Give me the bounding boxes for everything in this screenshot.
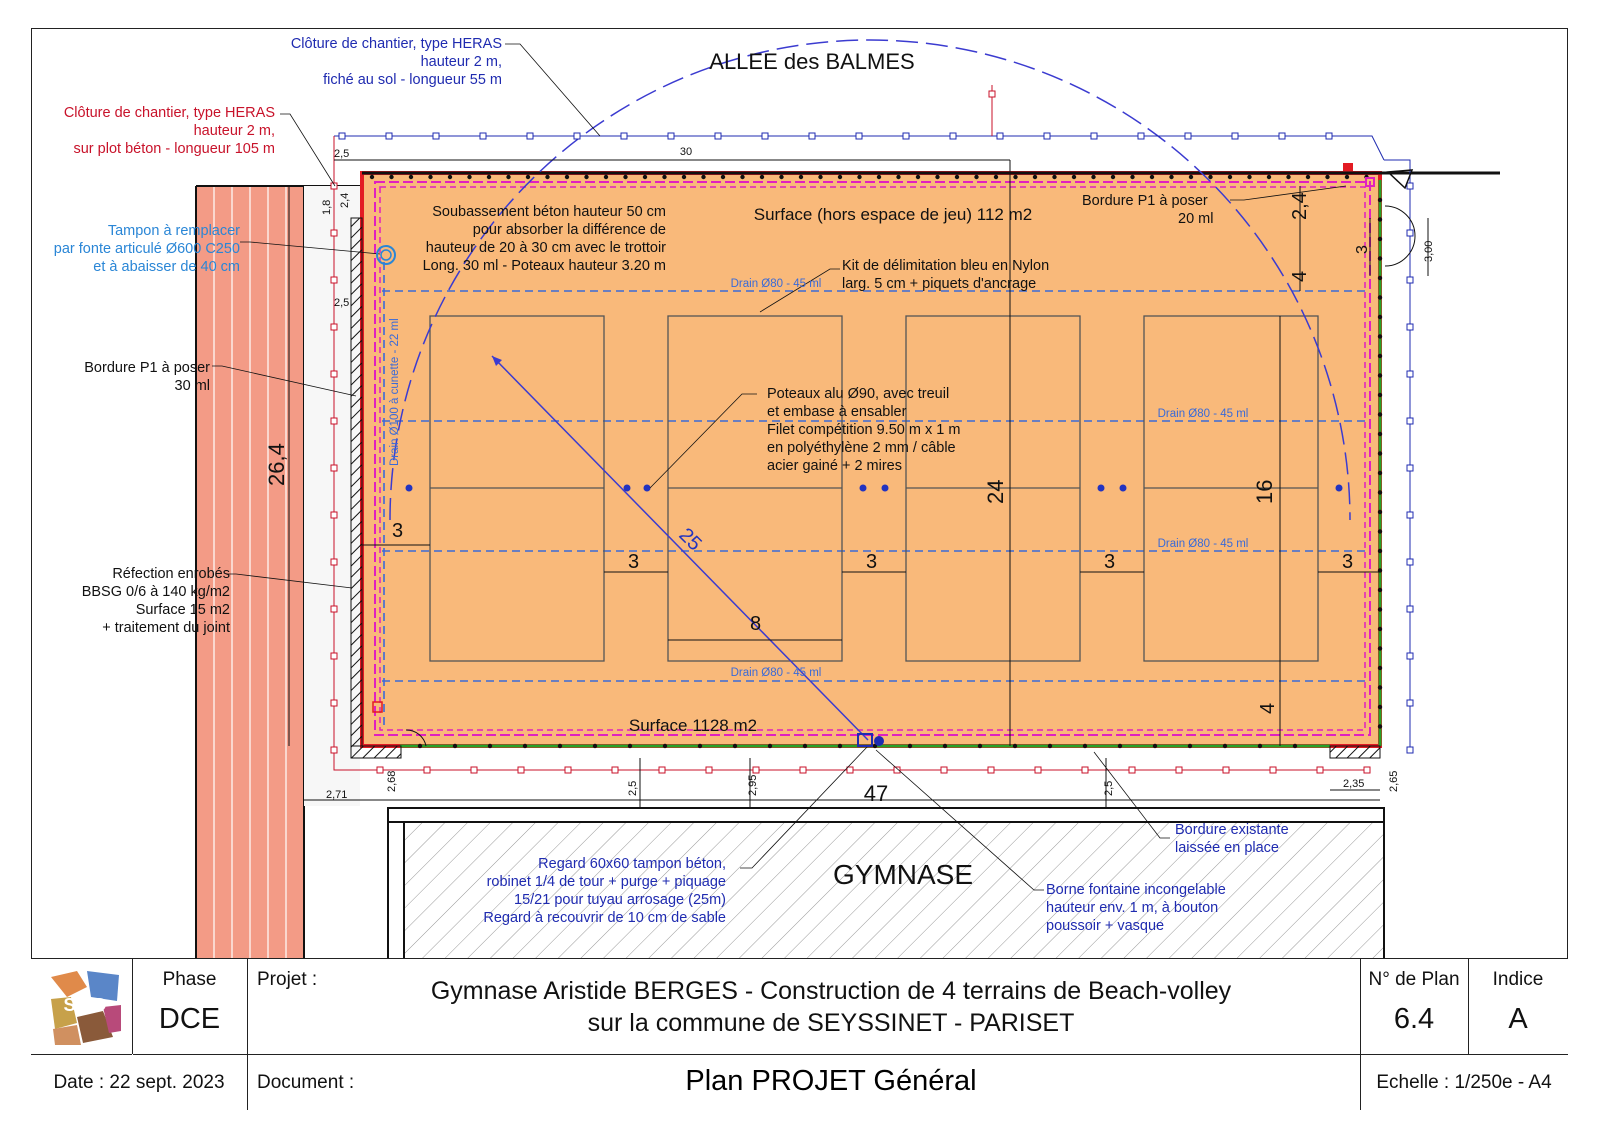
document-label: Document :	[257, 1072, 355, 1093]
tampon-line-1: Tampon à remplacer	[108, 223, 240, 239]
drain-label-3: Drain Ø80 - 45 ml	[1158, 538, 1249, 550]
dim-2-95: 2,95	[747, 775, 759, 796]
regard-line-2: robinet 1/4 de tour + purge + piquage	[487, 874, 726, 890]
dim-3-a: 3	[628, 551, 639, 573]
drain-label-4: Drain Ø80 - 45 ml	[731, 667, 822, 679]
surface-hors-jeu: Surface (hors espace de jeu) 112 m2	[754, 205, 1032, 224]
indice-label: Indice	[1492, 969, 1544, 990]
projet-label: Projet :	[257, 969, 318, 990]
phase-value: DCE	[158, 1003, 221, 1035]
dim-24: 24	[983, 480, 1008, 504]
plan-number-value: 6.4	[1393, 1003, 1435, 1035]
dim-26-4: 26,4	[264, 443, 289, 486]
projet-line-1: Gymnase Aristide BERGES - Construction d…	[430, 977, 1232, 1005]
fence-red-line-3: sur plot béton - longueur 105 m	[73, 141, 275, 157]
dim-3-right: 3	[1354, 245, 1371, 254]
drain-vertical-label: Drain Ø100 à cunette - 22 ml	[389, 318, 401, 466]
date: Date : 22 sept. 2023	[53, 1072, 225, 1093]
soubassement-line-4: Long. 30 ml - Poteaux hauteur 3.20 m	[423, 258, 666, 274]
poteaux-line-5: acier gainé + 2 mires	[767, 458, 902, 474]
dim-3-c: 3	[1104, 551, 1115, 573]
borne-line-1: Borne fontaine incongelable	[1046, 882, 1226, 898]
poteaux-line-3: Filet compétition 9.50 m x 1 m	[767, 422, 960, 438]
echelle: Echelle : 1/250e - A4	[1376, 1072, 1552, 1093]
dim-2-4-left: 2,4	[339, 193, 351, 208]
regard-line-3: 15/21 pour tuyau arrosage (25m)	[514, 892, 726, 908]
dim-2-4-right: 2,4	[1289, 192, 1311, 220]
sand-area	[360, 171, 1382, 748]
dim-2-68: 2,68	[386, 771, 398, 792]
surface-total: Surface 1128 m2	[629, 716, 757, 735]
sird-logo: SIRD	[47, 967, 123, 1047]
dim-1-8: 1,8	[321, 200, 333, 215]
dim-2-5-left: 2,5	[334, 297, 349, 309]
refection-line-3: Surface 15 m2	[136, 602, 230, 618]
dim-4-bottom: 4	[1257, 703, 1279, 714]
drain-label-1: Drain Ø80 - 45 ml	[731, 278, 822, 290]
gymnasium-building	[404, 822, 1384, 958]
dim-2-5-b2: 2,5	[1103, 781, 1115, 796]
regard-line-4: Regard à recouvrir de 10 cm de sable	[483, 910, 726, 926]
bordure-existante-line-2: laissée en place	[1175, 840, 1279, 856]
phase-label: Phase	[162, 969, 217, 990]
poteaux-line-2: et embase à ensabler	[767, 404, 907, 420]
document-value: Plan PROJET Général	[685, 1065, 977, 1097]
projet-line-2: sur la commune de SEYSSINET - PARISET	[587, 1009, 1075, 1037]
dim-3-d: 3	[1342, 551, 1353, 573]
bordure-top-right-line-1: Bordure P1 à poser	[1082, 193, 1208, 209]
kit-line-1: Kit de délimitation bleu en Nylon	[842, 258, 1049, 274]
tampon-line-2: par fonte articulé Ø600 C250	[54, 241, 240, 257]
dim-2-5-top: 2,5	[334, 148, 349, 160]
title-block: SIRD Phase DCE Projet : Gymnase Aristide…	[31, 958, 1568, 1110]
kit-line-2: larg. 5 cm + piquets d'ancrage	[842, 276, 1036, 292]
fence-blue-line-3: fiché au sol - longueur 55 m	[323, 72, 502, 88]
dim-30: 30	[680, 146, 692, 158]
indice-value: A	[1508, 1003, 1528, 1035]
borne-line-3: poussoir + vasque	[1046, 918, 1164, 934]
dim-16: 16	[1252, 480, 1277, 504]
fence-blue-line-1: Clôture de chantier, type HERAS	[291, 36, 502, 52]
regard-line-1: Regard 60x60 tampon béton,	[538, 856, 726, 872]
bordure-existante-line-1: Bordure existante	[1175, 822, 1289, 838]
refection-line-1: Réfection enrobés	[112, 566, 230, 582]
dim-2-65: 2,65	[1388, 771, 1400, 792]
dim-2-5-b1: 2,5	[627, 781, 639, 796]
refection-line-2: BBSG 0/6 à 140 kg/m2	[82, 584, 230, 600]
soubassement-line-1: Soubassement béton hauteur 50 cm	[432, 204, 666, 220]
bordure-top-right-line-2: 20 ml	[1178, 211, 1213, 227]
left-wall	[350, 217, 363, 747]
bordure-left-line-2: 30 ml	[175, 378, 210, 394]
plan-number-label: N° de Plan	[1368, 969, 1460, 990]
fence-red-line-2: hauteur 2 m,	[194, 123, 275, 139]
dim-8: 8	[750, 613, 761, 635]
dim-3-00: 3,00	[1423, 241, 1435, 262]
poteaux-line-4: en polyéthylène 2 mm / câble	[767, 440, 956, 456]
fence-red-line-1: Clôture de chantier, type HERAS	[64, 105, 275, 121]
drain-label-2: Drain Ø80 - 45 ml	[1158, 408, 1249, 420]
gymnasium-label: GYMNASE	[833, 859, 973, 890]
soubassement-line-2: pour absorber la différence de	[473, 222, 666, 238]
poteaux-line-1: Poteaux alu Ø90, avec treuil	[767, 386, 949, 402]
street-name: ALLEE des BALMES	[709, 49, 914, 74]
borne-line-2: hauteur env. 1 m, à bouton	[1046, 900, 1218, 916]
tampon-line-3: et à abaisser de 40 cm	[93, 259, 240, 275]
soubassement-line-3: hauteur de 20 à 30 cm avec le trottoir	[426, 240, 666, 256]
dim-3-left: 3	[392, 520, 403, 542]
dim-2-35: 2,35	[1343, 778, 1364, 790]
dim-2-71: 2,71	[326, 789, 347, 801]
bordure-left-line-1: Bordure P1 à poser	[84, 360, 210, 376]
fence-blue-line-2: hauteur 2 m,	[421, 54, 502, 70]
logo-text: SIRD	[63, 995, 106, 1015]
dim-3-b: 3	[866, 551, 877, 573]
dim-47: 47	[864, 781, 888, 806]
dim-4-top: 4	[1289, 271, 1311, 282]
refection-line-4: + traitement du joint	[102, 620, 230, 636]
